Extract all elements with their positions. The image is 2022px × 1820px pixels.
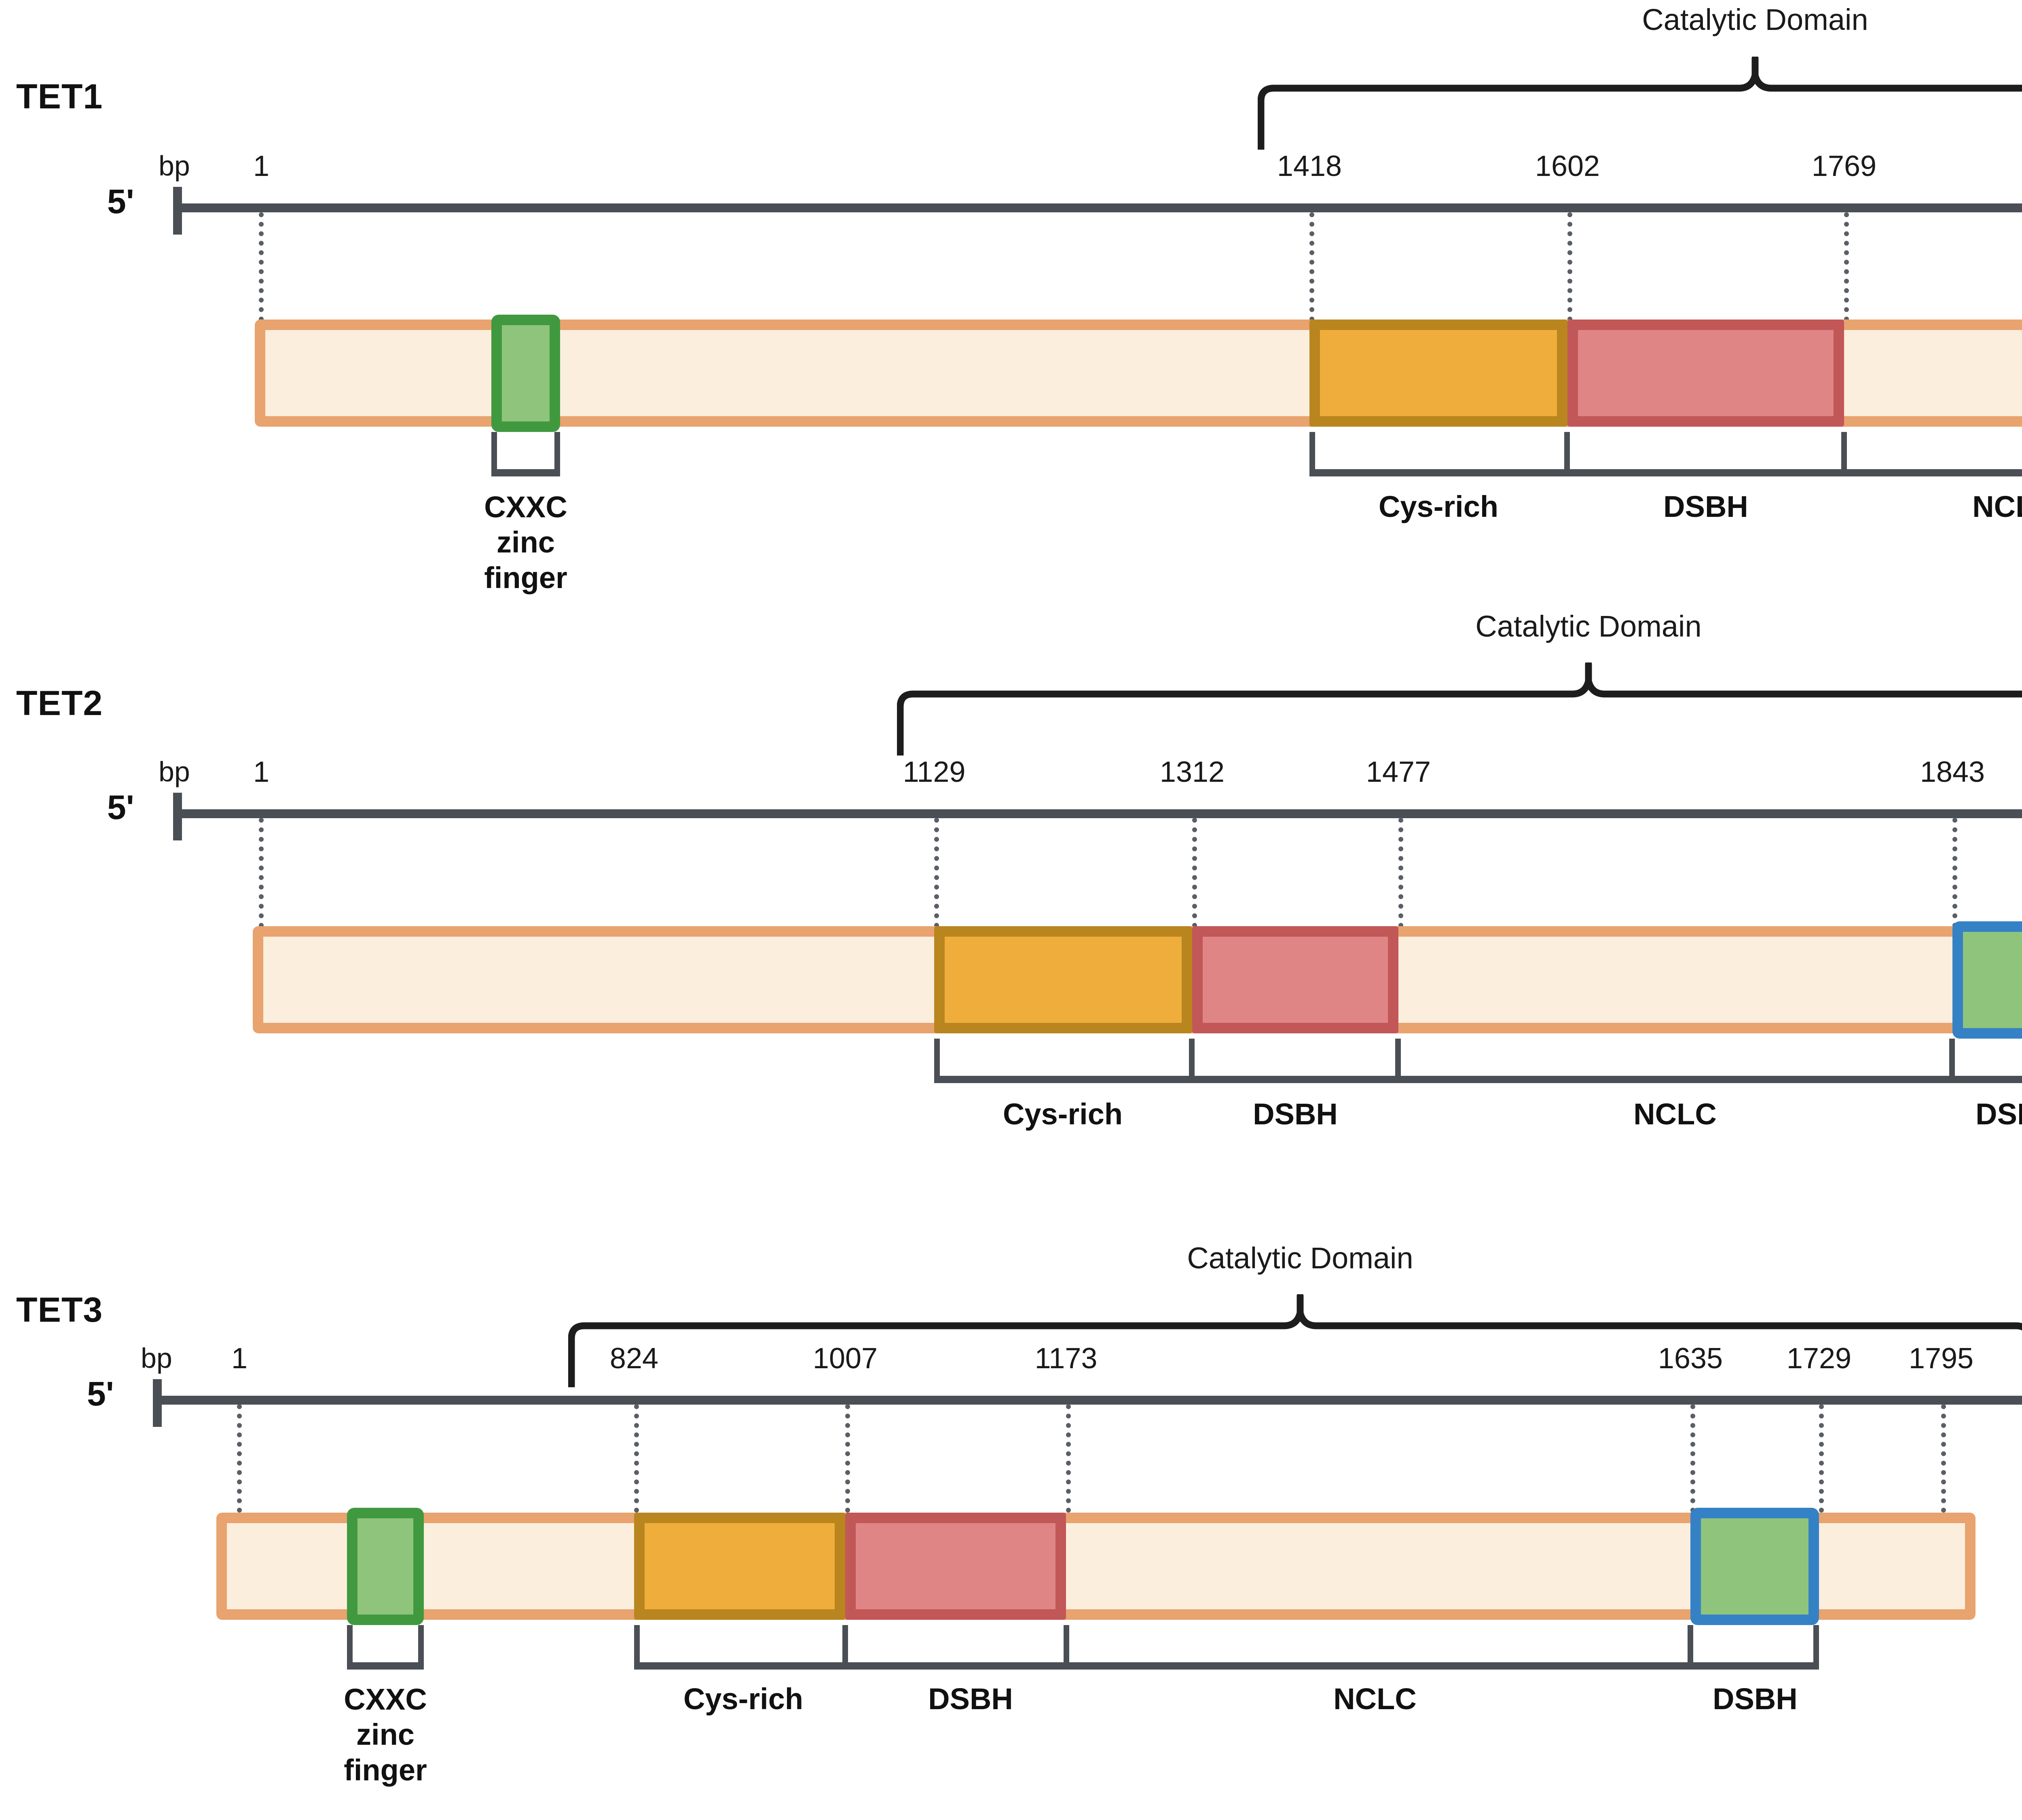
position-label-1-tet3: 1 [231,1342,248,1375]
five-prime-label-tet3: 5' [87,1375,114,1413]
position-label-1477: 1477 [1366,756,1431,788]
domain-label-cxxc-tet3: CXXC zinc finger [321,1682,450,1788]
catalytic-domain-brace-tet1 [1257,55,2022,152]
connector-1007 [845,1404,850,1513]
position-label-1129: 1129 [903,756,966,788]
position-label-1769: 1769 [1811,150,1877,182]
bp-unit-label-tet1: bp [159,150,190,182]
backbone-tet3 [153,1396,2022,1405]
cxxc-line-1: CXXC [484,490,567,524]
domain-cys-rich-tet3[interactable] [634,1513,845,1620]
bp-unit-label-tet3: bp [141,1342,172,1374]
domain-dsbh-1-tet2[interactable] [1192,926,1398,1033]
domain-label-dsbh-1-tet1: DSBH [1663,490,1748,523]
connector-1312 [1192,818,1197,928]
five-prime-label-tet1: 5' [107,182,134,220]
connector-1477 [1398,818,1403,928]
cxxc-bracket-tet1 [491,432,560,476]
cxxc-line-3: finger [484,561,567,595]
protein-bar-tet3 [216,1513,1975,1620]
connector-1-tet3 [237,1404,242,1513]
domain-label-nclc-tet1: NCLC [1972,490,2022,523]
domain-label-nclc-tet3: NCLC [1333,1682,1417,1716]
gene-name-tet3: TET3 [16,1291,103,1329]
connector-1-tet2 [259,818,264,928]
catalytic-domain-label-tet3: Catalytic Domain [1187,1241,1413,1275]
bp-unit-label-tet2: bp [159,756,190,787]
connector-1602 [1567,212,1572,322]
domain-bracket-tet1 [1309,432,2022,476]
domain-cys-rich-tet2[interactable] [934,926,1192,1033]
position-label-1795: 1795 [1908,1342,1974,1375]
domain-label-dsbh-1-tet3: DSBH [928,1682,1013,1716]
connector-824 [634,1404,639,1513]
connector-1769 [1844,212,1849,322]
connector-1418 [1309,212,1314,322]
domain-dsbh-2-tet2[interactable] [1952,921,2022,1039]
domain-cxxc-zinc-finger-tet3[interactable] [347,1508,424,1625]
position-label-1418: 1418 [1277,150,1342,182]
connector-1795 [1941,1404,1946,1513]
catalytic-domain-brace-tet3 [568,1292,2022,1390]
connector-1729 [1819,1404,1824,1513]
domain-dsbh-1-tet3[interactable] [845,1513,1066,1620]
position-label-1729: 1729 [1786,1342,1852,1375]
position-label-1: 1 [253,150,270,182]
cxxc-line-2: zinc [497,525,555,559]
position-label-1-tet2: 1 [253,756,270,788]
position-label-1843: 1843 [1920,756,1985,788]
domain-bracket-tet2 [934,1039,2022,1083]
connector-1173 [1066,1404,1071,1513]
domain-bracket-tet3 [634,1625,1819,1670]
position-label-824: 824 [609,1342,659,1375]
cxxc-line-1-tet3: CXXC [344,1682,427,1716]
position-label-1312: 1312 [1159,756,1225,788]
domain-label-dsbh-1-tet2: DSBH [1253,1097,1338,1131]
connector-1129 [934,818,939,928]
catalytic-domain-label-tet1: Catalytic Domain [1642,3,1868,36]
domain-label-dsbh-2-tet3: DSBH [1713,1682,1798,1716]
position-label-1602: 1602 [1535,150,1600,182]
connector-1 [259,212,264,322]
backbone-tet2 [173,809,2022,818]
position-label-1173: 1173 [1034,1342,1098,1375]
domain-label-cxxc-tet1: CXXC zinc finger [461,489,590,595]
position-label-1007: 1007 [812,1342,878,1375]
domain-label-nclc-tet2: NCLC [1633,1097,1717,1131]
domain-dsbh-2-tet3[interactable] [1690,1508,1819,1625]
domain-dsbh-1-tet1[interactable] [1567,320,1844,427]
catalytic-domain-brace-tet2 [897,660,2022,758]
gene-name-tet1: TET1 [16,77,103,116]
five-prime-label-tet2: 5' [107,788,134,826]
backbone-tet1 [173,203,2022,212]
catalytic-domain-label-tet2: Catalytic Domain [1475,609,1702,643]
domain-cys-rich-tet1[interactable] [1309,320,1567,427]
domain-cxxc-zinc-finger-tet1[interactable] [491,315,560,432]
domain-label-cys-rich-tet1: Cys-rich [1378,490,1499,523]
cxxc-bracket-tet3 [347,1625,424,1670]
domain-label-cys-rich-tet3: Cys-rich [683,1682,804,1716]
position-label-1635: 1635 [1658,1342,1723,1375]
connector-1635 [1690,1404,1695,1513]
domain-label-cys-rich-tet2: Cys-rich [1003,1097,1123,1131]
cxxc-line-2-tet3: zinc [356,1718,415,1752]
cxxc-line-3-tet3: finger [344,1753,427,1787]
gene-name-tet2: TET2 [16,684,103,723]
domain-label-dsbh-2-tet2: DSBH [1975,1097,2022,1131]
connector-1843 [1952,818,1957,928]
